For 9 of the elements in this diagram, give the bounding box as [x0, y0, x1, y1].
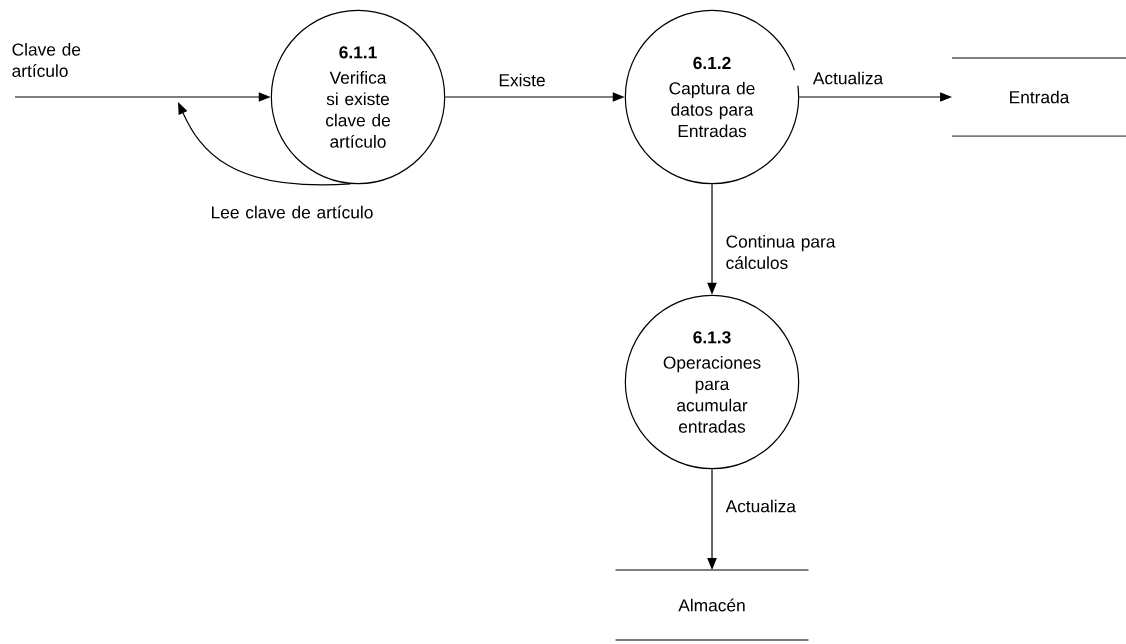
data-store: Entrada: [951, 57, 1126, 137]
edge-label: Actualiza: [812, 71, 884, 85]
arrow: [178, 102, 351, 186]
edge-label: Continua para cálculos: [726, 234, 836, 270]
edge-label: Existe: [499, 73, 545, 87]
data-store: Almacén: [614, 569, 810, 641]
edge-label: Lee clave de artículo: [212, 205, 373, 219]
edge-label: Actualiza: [725, 499, 796, 513]
edge-label: Clave de artículo: [12, 42, 81, 78]
